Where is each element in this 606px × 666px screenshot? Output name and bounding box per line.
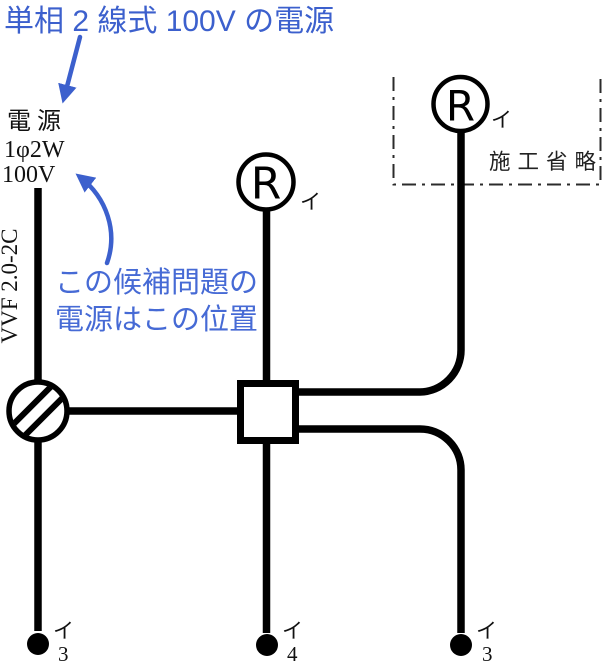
annotation-note-line1: この候補問題の <box>55 266 258 299</box>
terminal-dot <box>27 633 49 655</box>
annotation-heading: 単相 2 線式 100V の電源 <box>4 5 334 38</box>
omission-box-label: 施工省略 <box>489 150 603 174</box>
lamp-symbol-letter: R <box>446 82 475 131</box>
annotation-arrow-curved <box>75 173 114 266</box>
lamp-receptacle-center: R イ <box>236 152 321 214</box>
lamp-circle <box>236 152 296 212</box>
power-source-line2: 1φ2W <box>4 137 65 163</box>
junction-box-circle-symbol <box>6 379 70 443</box>
terminal-number: 4 <box>287 642 298 666</box>
terminal-right: イ 3 <box>450 619 497 666</box>
terminal-tag: イ <box>476 619 497 643</box>
cable-type-label: VVF 2.0-2C <box>0 228 22 343</box>
lamp-symbol-letter: R <box>251 159 282 210</box>
terminal-tag: イ <box>282 619 303 643</box>
upper-right-cable <box>299 130 465 396</box>
terminal-left: イ 3 <box>27 619 74 666</box>
lamp-tag: イ <box>491 108 512 132</box>
annotation-arrow-straight <box>58 34 83 104</box>
power-source-line3: 100V <box>2 162 56 188</box>
lamp-circle <box>431 74 490 134</box>
lower-right-cable <box>299 425 465 633</box>
power-source-line1: 電 源 <box>7 108 61 135</box>
terminal-middle: イ 4 <box>256 619 303 666</box>
lamp-receptacle-top-right: R イ <box>431 74 512 134</box>
power-source-label: 電 源 1φ2W 100V <box>2 108 65 188</box>
joint-box-square-symbol <box>237 380 299 444</box>
terminal-dot <box>450 634 472 656</box>
omission-box-border <box>392 77 602 186</box>
terminal-number: 3 <box>482 642 493 666</box>
terminal-dot <box>256 634 278 656</box>
terminal-tag: イ <box>53 619 74 643</box>
junction-box-circle <box>6 379 70 443</box>
terminal-number: 3 <box>58 642 69 666</box>
lamp-tag: イ <box>300 190 321 214</box>
annotation-note-line2: 電源はこの位置 <box>55 303 258 336</box>
